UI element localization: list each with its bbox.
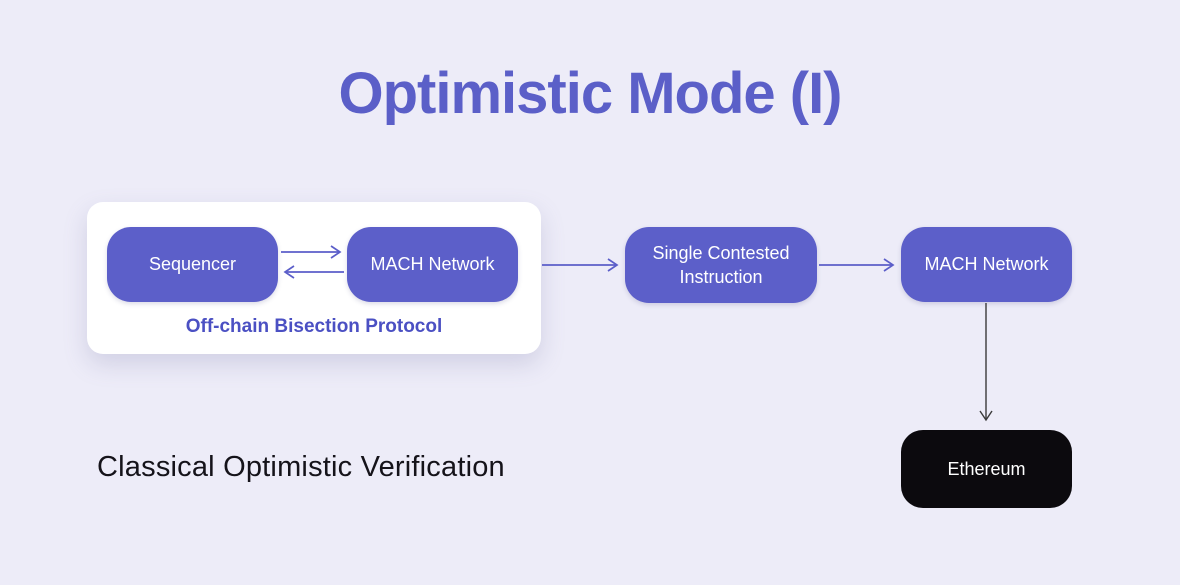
node-ethereum: Ethereum <box>901 430 1072 508</box>
arrow-group-to-single-contested <box>542 258 619 272</box>
offchain-group-label: Off-chain Bisection Protocol <box>185 316 443 337</box>
arrow-mach-2-to-ethereum <box>979 303 993 422</box>
node-single-contested-instruction: Single Contested Instruction <box>625 227 817 303</box>
node-mach-network-2: MACH Network <box>901 227 1072 302</box>
node-sequencer: Sequencer <box>107 227 278 302</box>
slide-title: Optimistic Mode (I) <box>338 61 843 126</box>
offchain-group-panel: Sequencer MACH Network Off-chain Bisecti… <box>87 202 541 354</box>
caption: Classical Optimistic Verification <box>97 451 505 483</box>
node-mach-network-1: MACH Network <box>347 227 518 302</box>
arrow-single-contested-to-mach-2 <box>819 258 895 272</box>
